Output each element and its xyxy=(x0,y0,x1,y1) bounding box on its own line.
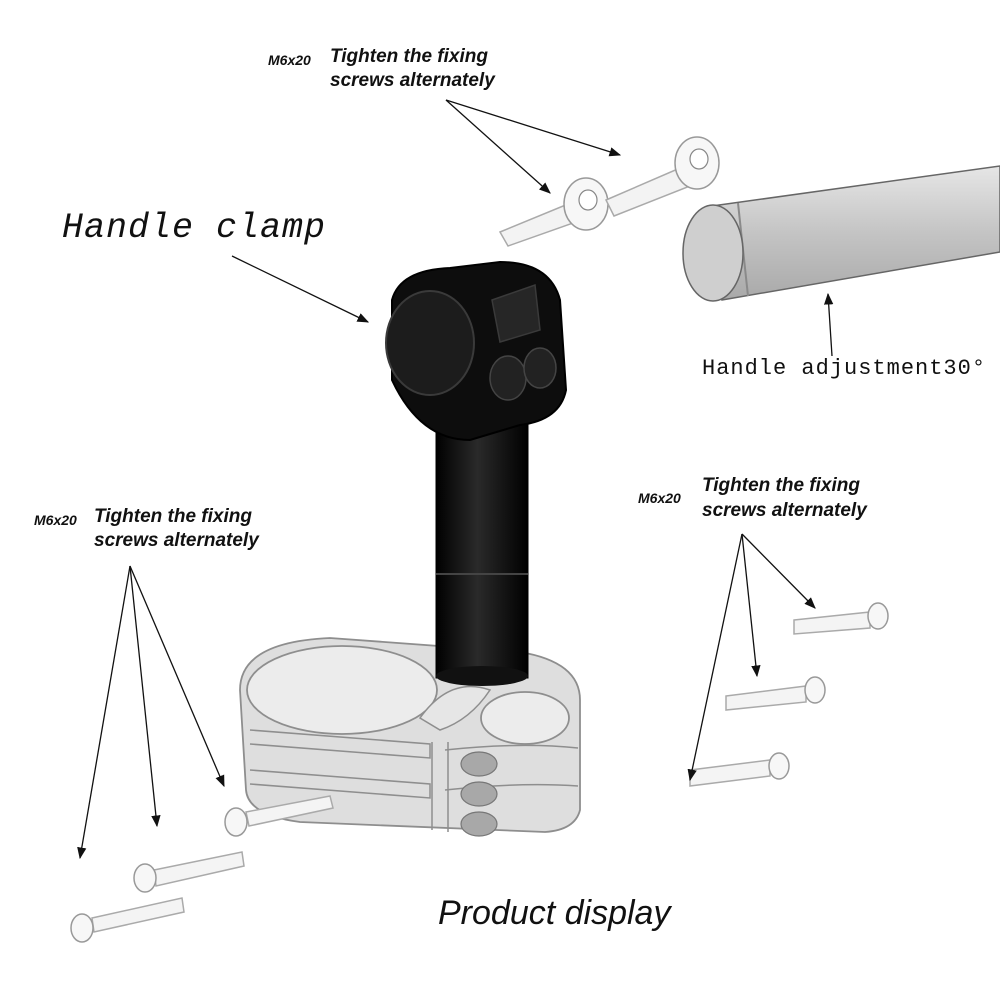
screw-note-left-line2: screws alternately xyxy=(94,530,259,551)
screw-size-right: M6x20 xyxy=(638,490,681,506)
left-screw-3 xyxy=(70,897,185,943)
top-screw-2 xyxy=(604,136,720,217)
right-screw-1 xyxy=(793,602,889,635)
left-screw-2 xyxy=(133,851,245,893)
screw-note-left-line1: Tighten the fixing xyxy=(94,506,252,527)
top-screw-1 xyxy=(498,177,609,247)
handle-clamp-part xyxy=(385,260,568,686)
product-display-label: Product display xyxy=(438,894,671,932)
callout-arrows xyxy=(77,99,834,860)
screw-note-left: Tighten the fixing screws alternately xyxy=(94,505,259,553)
screw-size-left: M6x20 xyxy=(34,512,77,528)
handle-clamp-label: Handle clamp xyxy=(62,208,327,248)
left-screw-1 xyxy=(224,795,334,837)
right-screw-3 xyxy=(689,752,790,787)
screw-note-right-line2: screws alternately xyxy=(702,500,867,521)
screw-size-top: M6x20 xyxy=(268,52,311,68)
screw-note-top-line2: screws alternately xyxy=(330,70,495,91)
screw-note-right-line1: Tighten the fixing xyxy=(702,475,860,496)
screw-note-top: Tighten the fixing screws alternately xyxy=(330,45,495,93)
screw-note-top-line1: Tighten the fixing xyxy=(330,46,488,67)
handlebar-tube xyxy=(682,165,1000,302)
handle-adjustment-label: Handle adjustment30° xyxy=(702,356,987,381)
right-screw-2 xyxy=(725,676,826,711)
screw-note-right: Tighten the fixing screws alternately xyxy=(702,473,867,523)
